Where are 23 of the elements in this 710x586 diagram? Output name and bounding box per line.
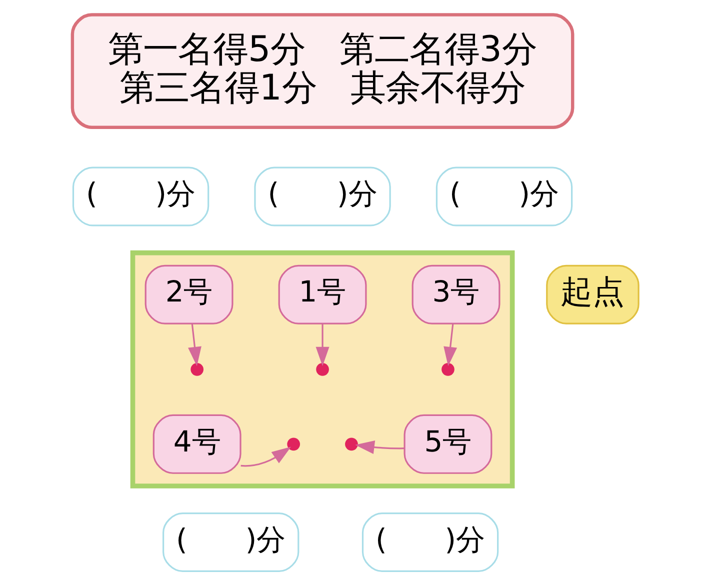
node-circle: [190, 362, 204, 376]
node-box: 4号: [152, 414, 241, 474]
arrow: [354, 440, 404, 454]
node-circle: [441, 362, 454, 376]
node-box: ( )分: [435, 166, 572, 226]
arrow: [443, 324, 457, 366]
node-box: ( )分: [162, 512, 299, 572]
node-box: 5号: [403, 414, 492, 474]
node-box: 3号: [411, 264, 500, 324]
node-box: 1号: [278, 264, 366, 324]
node-circle: [286, 438, 300, 451]
node-box: ( )分: [254, 166, 390, 226]
node-box: 起点: [546, 264, 639, 324]
node-box: ( )分: [72, 166, 209, 226]
node-box: 2号: [144, 264, 233, 324]
node-circle: [316, 362, 328, 376]
arrow: [240, 446, 291, 467]
arrow: [188, 324, 201, 366]
node-circle: [344, 438, 358, 451]
cluster: [130, 250, 514, 488]
node-box: ( )分: [361, 512, 498, 572]
arrow: [315, 324, 329, 366]
node-box: 第一名得5分 第二名得3分 第三名得1分 其余不得分: [70, 13, 574, 129]
